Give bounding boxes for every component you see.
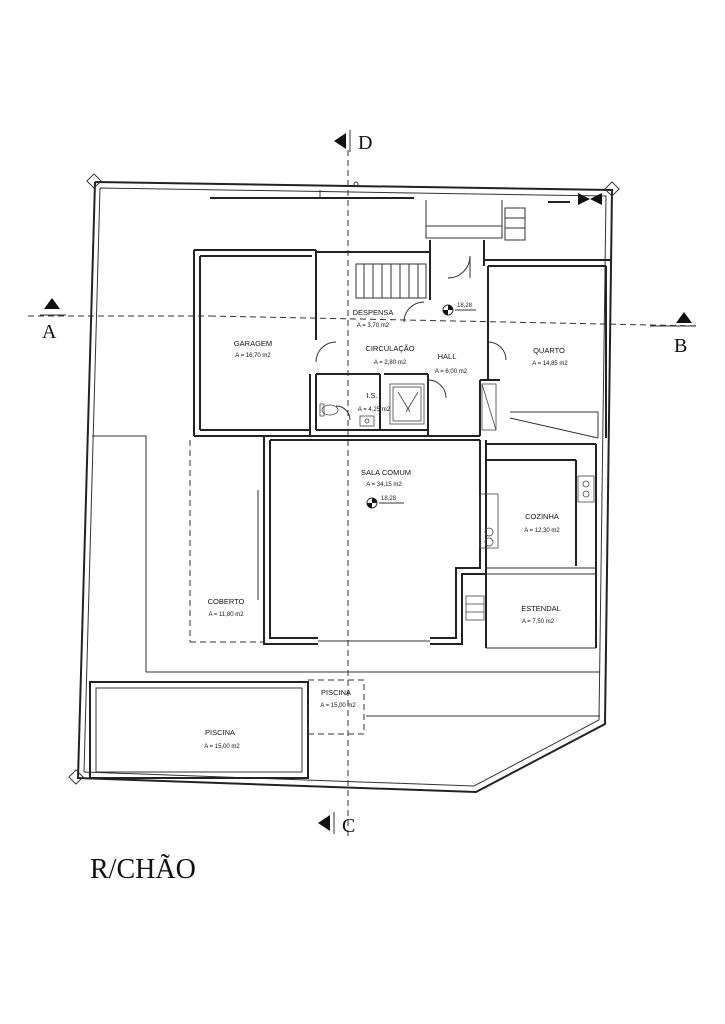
room-name: QUARTO — [533, 346, 565, 355]
room-area: A = 6,00 m2 — [435, 369, 468, 375]
toilet-icon — [319, 403, 339, 417]
room-label-despensa: DESPENSA A = 3,70 m2 — [353, 308, 394, 329]
door-swings — [315, 255, 507, 421]
sink-icon — [359, 415, 375, 427]
room-area: A = 11,80 m2 — [208, 612, 244, 618]
floor-label: R/CHÃO — [90, 854, 196, 885]
level-marker-hall: 18,28 — [442, 303, 476, 316]
pool — [89, 679, 365, 779]
room-label-coberto: COBERTO A = 11,80 m2 — [208, 597, 245, 618]
room-area: A = 34,15 m2 — [366, 482, 402, 488]
level-label-sala: 18,28 — [381, 496, 397, 502]
room-area: A = 16,70 m2 — [235, 353, 271, 359]
lot-boundary — [68, 173, 620, 794]
room-area: A = 2,80 m2 — [374, 360, 407, 366]
section-marker-d: D — [334, 130, 372, 154]
room-name: SALA COMUM — [361, 468, 411, 477]
corner-marker — [68, 173, 620, 785]
room-label-garagem: GARAGEM A = 16,70 m2 — [234, 339, 272, 359]
level-marker-sala: 18,28 — [366, 496, 404, 509]
section-marker-a: A — [40, 298, 66, 343]
room-label-piscina: PISCINA A = 15,00 m2 — [204, 728, 240, 750]
section-marker-b: B — [650, 312, 696, 357]
room-label-estendal: ESTENDAL A = 7,50 m2 — [521, 604, 561, 625]
room-name: GARAGEM — [234, 339, 272, 348]
estendal-steps — [465, 595, 485, 621]
room-name: PISCINA — [205, 728, 235, 737]
section-marker-c: C — [318, 812, 355, 837]
room-area: A = 3,70 m2 — [357, 323, 390, 329]
room-label-cozinha: COZINHA A = 12,30 m2 — [524, 512, 560, 534]
room-area: A = 4,25 m2 — [358, 407, 391, 413]
staircase — [355, 263, 427, 299]
room-area: A = 15,00 m2 — [320, 703, 356, 709]
level-label-hall: 18,28 — [457, 303, 473, 309]
house-walls — [189, 240, 612, 649]
room-name: ESTENDAL — [521, 604, 561, 613]
room-label-circulacao: CIRCULAÇÃO A = 2,80 m2 — [365, 344, 414, 366]
gate-icon — [548, 193, 602, 205]
kitchen-counter — [479, 475, 595, 549]
room-label-quarto: QUARTO A = 14,85 m2 — [532, 346, 568, 367]
room-label-piscina-small: PISCINA A = 15,00 m2 — [320, 688, 356, 709]
section-label-d: D — [358, 132, 372, 154]
room-name: I.S. — [366, 391, 377, 400]
room-label-sala: SALA COMUM A = 34,15 m2 — [361, 468, 411, 488]
garden-strips — [92, 435, 600, 717]
room-area: A = 15,00 m2 — [204, 744, 240, 750]
room-name: HALL — [438, 352, 457, 361]
wardrobe-icon — [481, 383, 497, 431]
room-name: DESPENSA — [353, 308, 394, 317]
room-name: COBERTO — [208, 597, 245, 606]
section-lines — [28, 150, 701, 840]
room-label-is: I.S. A = 4,25 m2 — [358, 391, 391, 413]
shower-icon — [389, 383, 425, 425]
section-label-c: C — [342, 815, 355, 837]
entrance-steps — [425, 200, 526, 241]
section-label-a: A — [42, 321, 57, 343]
section-label-b: B — [674, 335, 687, 357]
room-name: CIRCULAÇÃO — [365, 344, 414, 353]
room-area: A = 12,30 m2 — [524, 528, 560, 534]
room-area: A = 7,50 m2 — [522, 619, 555, 625]
room-area: A = 14,85 m2 — [532, 361, 568, 367]
room-name: COZINHA — [525, 512, 559, 521]
room-name: PISCINA — [321, 688, 351, 697]
room-label-hall: HALL A = 6,00 m2 — [435, 352, 468, 375]
